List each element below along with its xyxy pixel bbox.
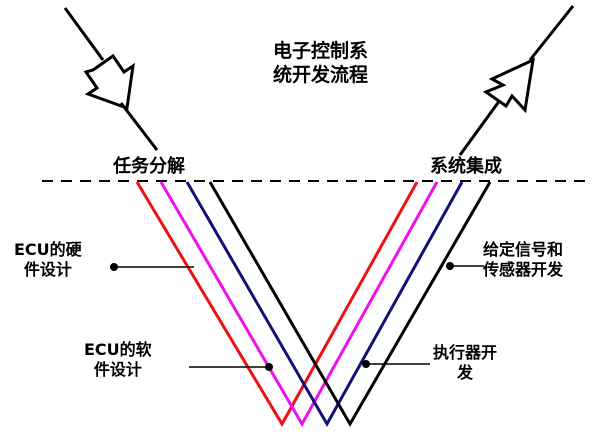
title-line-1: 电子控制系 (272, 40, 368, 62)
actuator-dev-label: 执行器开 发 (433, 343, 497, 383)
v-line-black (208, 181, 492, 427)
hw-design-line-1: ECU的硬 (14, 240, 82, 259)
down-right-arrow-icon (63, 7, 159, 151)
diagram-title: 电子控制系 统开发流程 (248, 40, 393, 88)
actuator-dev-line-2: 发 (457, 363, 474, 382)
sensor-dev-label: 给定信号和 传感器开发 (483, 240, 563, 280)
phase-label-left: 任务分解 (113, 156, 185, 177)
phase-label-right: 系统集成 (430, 156, 502, 177)
up-right-arrow-icon (458, 5, 575, 156)
sensor-dev-line-1: 给定信号和 (483, 240, 564, 259)
sw-design-label: ECU的软 件设计 (84, 340, 152, 380)
sw-leader (189, 363, 273, 371)
actuator-dev-line-1: 执行器开 (433, 343, 498, 362)
hw-design-line-2: 件设计 (23, 260, 72, 279)
sw-design-line-1: ECU的软 (84, 340, 152, 359)
sw-design-line-2: 件设计 (93, 360, 142, 379)
hw-design-label: ECU的硬 件设计 (14, 240, 82, 280)
title-line-2: 统开发流程 (272, 63, 368, 86)
actuator-leader (362, 360, 430, 368)
hw-leader (110, 263, 194, 271)
v-line-red (135, 181, 419, 427)
v-line-magenta (159, 181, 439, 428)
v-line-navy (185, 181, 464, 428)
sensor-leader (446, 262, 484, 270)
sensor-dev-line-2: 传感器开发 (483, 260, 564, 279)
